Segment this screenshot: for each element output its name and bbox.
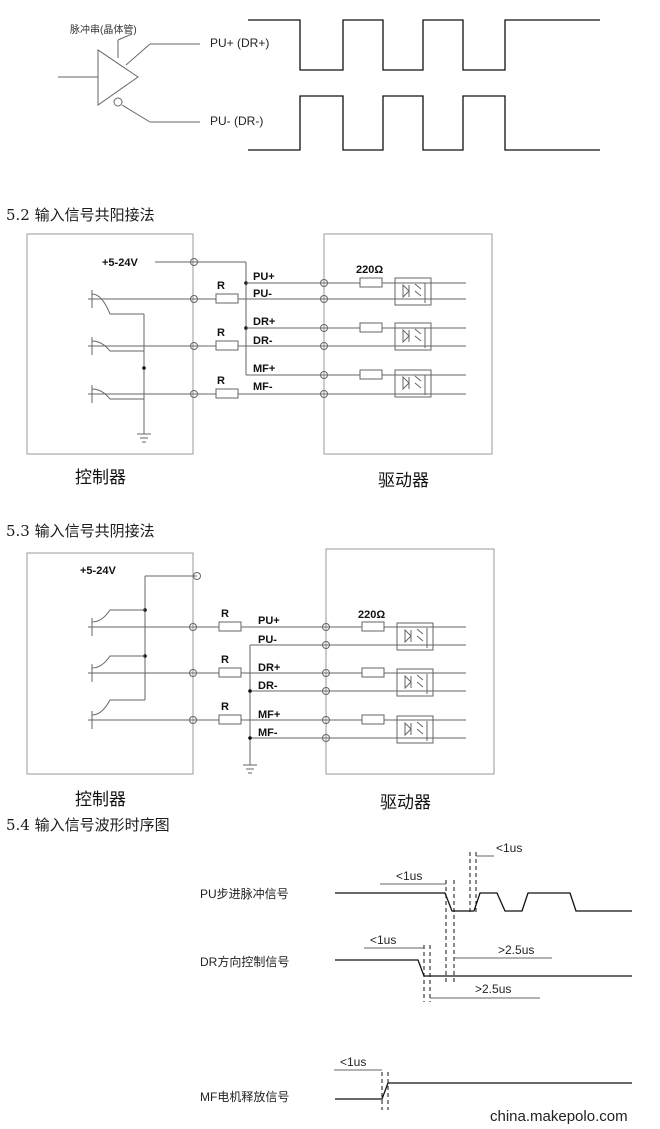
optocoupler [396,715,434,744]
dr-plus-terminal: DR+ [253,316,275,328]
buffer-triangle [97,49,139,106]
mf-signal-label: MF电机释放信号 [200,1089,289,1104]
pu-minus-waveform [248,95,600,151]
resistor-label: R [221,701,229,713]
common-anode-diagram: +5-24V PU+ PU- DR+ DR- MF+ MF- R R R 220… [26,233,493,455]
resistor-label: R [221,608,229,620]
timing-lt1us: <1us [340,1055,366,1069]
driver-box [325,548,495,775]
resistor-label: R [221,654,229,666]
section-heading-timing: 5.4 输入信号波形时序图 [6,816,170,834]
pu-waveform [335,892,632,912]
driver-resistor-value: 220Ω [358,609,385,621]
mf-plus-terminal: MF+ [258,709,280,721]
optocoupler [396,668,434,697]
controller-caption: 控制器 [75,468,126,488]
timing-lt1us: <1us [396,869,422,883]
watermark: china.makepolo.com [490,1108,628,1125]
dr-plus-terminal: DR+ [258,662,280,674]
ground-symbol [137,433,151,443]
pu-minus-terminal: PU- [253,288,272,300]
driver-caption: 驱动器 [380,793,431,813]
dr-waveform [335,959,632,977]
pu-plus-label: PU+ (DR+) [210,36,269,50]
dr-signal-label: DR方向控制信号 [200,954,289,969]
optocoupler [394,277,432,306]
timing-gt25us: >2.5us [475,982,511,996]
section-heading-common-anode: 5.2 输入信号共阳接法 [6,206,155,224]
supply-voltage-label: +5-24V [102,257,138,269]
controller-box [26,233,194,455]
resistor-label: R [217,375,225,387]
pu-plus-terminal: PU+ [258,615,280,627]
differential-driver-diagram: 脉冲串(晶体管) PU+ (DR+) PU- (DR-) [58,19,600,151]
pu-signal-label: PU步进脉冲信号 [200,886,289,901]
pu-plus-terminal: PU+ [253,271,275,283]
section-heading-common-cathode: 5.3 输入信号共阴接法 [6,522,155,540]
driver-resistor-value: 220Ω [356,264,383,276]
supply-voltage-label: +5-24V [80,565,116,577]
timing-diagram: PU步进脉冲信号 DR方向控制信号 MF电机释放信号 <1us <1us <1u… [200,841,632,1110]
controller-caption: 控制器 [75,790,126,810]
controller-box [26,552,194,775]
inverter-bubble [113,97,123,107]
timing-gt25us: >2.5us [498,943,534,957]
pu-minus-label: PU- (DR-) [210,114,263,128]
pu-plus-waveform [248,19,600,71]
dr-minus-terminal: DR- [258,680,278,692]
mf-plus-terminal: MF+ [253,363,275,375]
common-cathode-diagram: +5-24V PU+ PU- DR+ DR- MF+ MF- R R R 220… [26,548,495,775]
mf-minus-terminal: MF- [258,727,278,739]
timing-lt1us: <1us [370,933,396,947]
optocoupler [394,369,432,398]
transistor-label: 脉冲串(晶体管) [70,23,137,36]
resistor-label: R [217,327,225,339]
driver-caption: 驱动器 [378,471,429,491]
optocoupler [396,622,434,651]
ground-symbol [243,764,257,774]
mf-waveform [335,1082,632,1100]
dr-minus-terminal: DR- [253,335,273,347]
resistor-label: R [217,280,225,292]
mf-minus-terminal: MF- [253,381,273,393]
pu-minus-terminal: PU- [258,634,277,646]
timing-lt1us: <1us [496,841,522,855]
driver-box [323,233,493,455]
optocoupler [394,322,432,351]
